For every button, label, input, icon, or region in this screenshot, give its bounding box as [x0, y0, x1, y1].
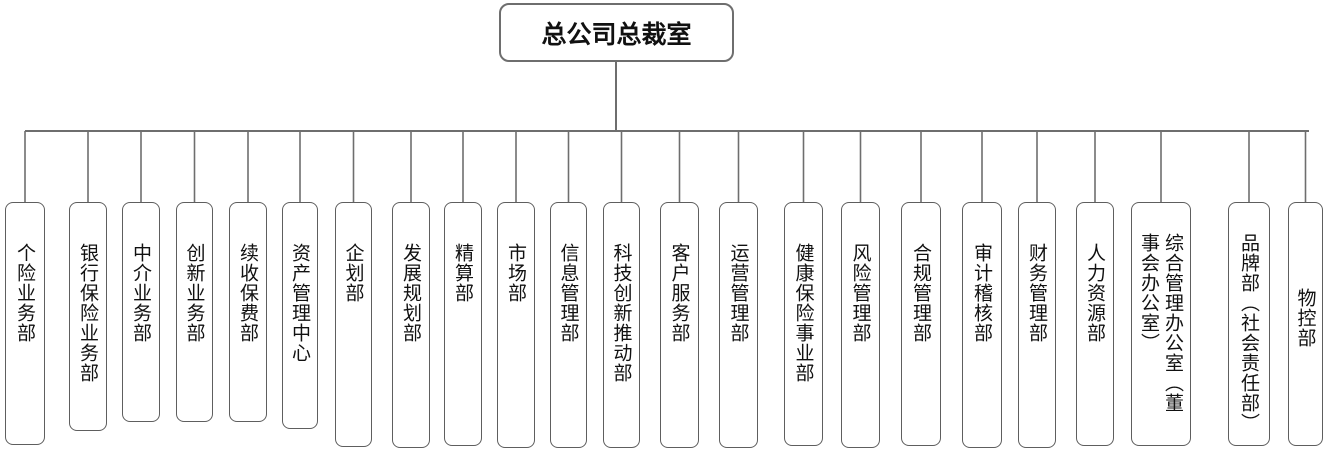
department-label: 财务管理部 [1026, 243, 1048, 343]
department-label: 人力资源部 [1084, 243, 1106, 343]
department-label: 市场部 [505, 243, 527, 303]
department-node: 审计稽核部 [962, 202, 1002, 448]
department-label: 创新业务部 [183, 243, 206, 343]
department-label: 健康保险事业部 [792, 243, 815, 383]
department-node: 综合管理办公室（董事会办公室） [1131, 202, 1191, 446]
department-label: 信息管理部 [557, 243, 580, 343]
department-label: 精算部 [452, 243, 474, 303]
department-node: 信息管理部 [550, 202, 587, 448]
department-node: 财务管理部 [1018, 202, 1056, 448]
department-label: 中介业务部 [130, 243, 152, 343]
department-node: 人力资源部 [1076, 202, 1114, 446]
department-label: 运营管理部 [727, 243, 750, 343]
department-node: 创新业务部 [176, 202, 213, 422]
department-node: 风险管理部 [841, 202, 880, 448]
department-node: 发展规划部 [392, 202, 430, 448]
department-node: 精算部 [444, 202, 482, 446]
department-node: 品牌部（社会责任部） [1228, 202, 1270, 446]
department-node: 银行保险业务部 [69, 202, 107, 431]
department-label: 物控部 [1294, 288, 1317, 348]
department-node: 合规管理部 [901, 202, 941, 446]
department-label: 企划部 [342, 243, 365, 303]
department-node: 企划部 [335, 202, 372, 447]
department-node: 客户服务部 [660, 202, 699, 448]
department-node: 中介业务部 [122, 202, 160, 422]
department-node: 个险业务部 [5, 202, 45, 445]
department-node: 资产管理中心 [282, 202, 318, 429]
department-label: 客户服务部 [668, 243, 691, 343]
department-label: 个险业务部 [14, 243, 36, 343]
department-node: 科技创新推动部 [603, 202, 640, 448]
department-label: 风险管理部 [849, 243, 872, 343]
root-node: 总公司总裁室 [499, 3, 734, 62]
department-node: 市场部 [497, 202, 535, 448]
department-node: 健康保险事业部 [784, 202, 823, 446]
department-node: 物控部 [1288, 202, 1323, 446]
department-label: 合规管理部 [910, 243, 932, 343]
department-label: 科技创新推动部 [610, 243, 633, 383]
department-label: 品牌部（社会责任部） [1238, 233, 1260, 433]
department-node: 运营管理部 [719, 202, 758, 448]
department-label: 综合管理办公室（董事会办公室） [1138, 233, 1184, 413]
root-node-label: 总公司总裁室 [541, 19, 692, 49]
department-label: 银行保险业务部 [77, 243, 99, 383]
department-label: 发展规划部 [400, 243, 422, 343]
department-node: 续收保费部 [229, 202, 267, 422]
department-label: 续收保费部 [237, 243, 259, 343]
department-label: 资产管理中心 [289, 243, 311, 363]
department-label: 审计稽核部 [971, 243, 993, 343]
